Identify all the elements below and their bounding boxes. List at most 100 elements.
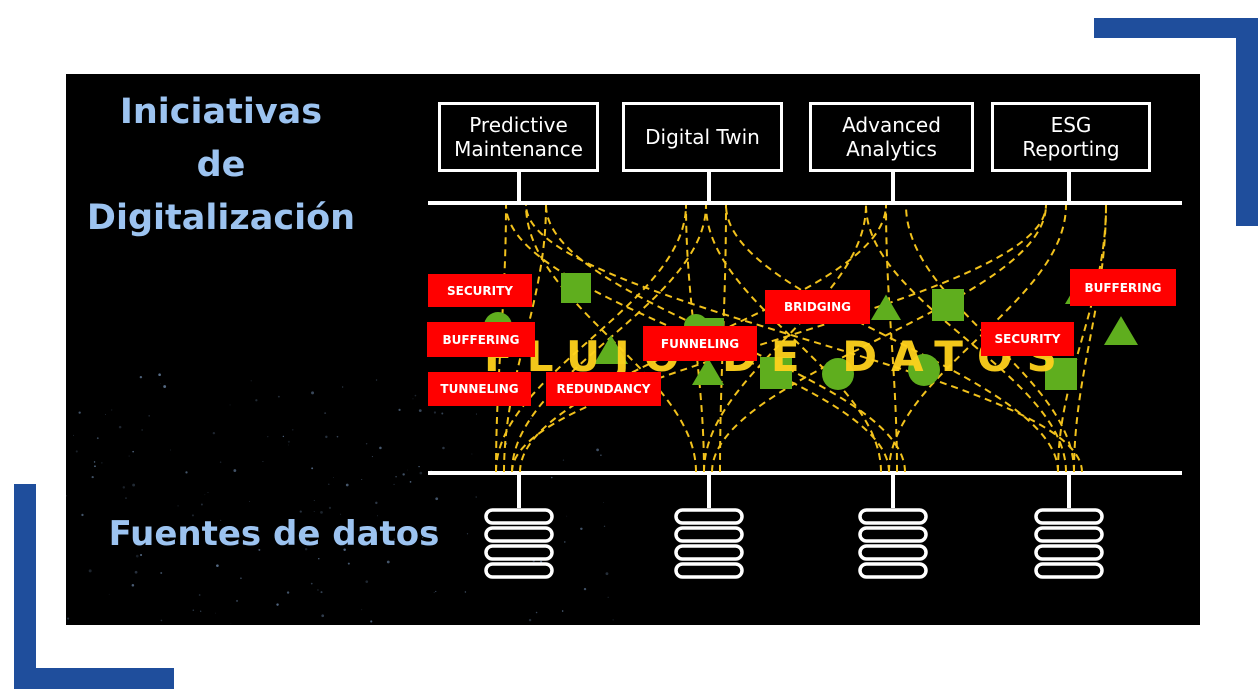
star-dot xyxy=(365,580,369,583)
corner-accent-bottom-left-vertical xyxy=(14,484,36,689)
star-dot xyxy=(291,429,294,431)
star-dot xyxy=(78,411,81,414)
database-stack-icon xyxy=(858,544,928,561)
green-triangle-shape xyxy=(692,357,724,385)
data-flow-line xyxy=(703,204,867,473)
database-stack-icon xyxy=(484,544,554,561)
star-dot xyxy=(600,454,602,457)
star-dot xyxy=(377,515,379,517)
tag-funneling: FUNNELING xyxy=(643,326,757,361)
star-dot xyxy=(160,382,161,384)
star-dot xyxy=(441,412,444,415)
star-dot xyxy=(168,537,170,539)
heading-digital-initiatives: Iniciativas de Digitalización xyxy=(66,86,376,245)
star-dot xyxy=(258,531,260,533)
star-dot xyxy=(158,373,161,377)
star-dot xyxy=(603,525,606,527)
star-dot xyxy=(435,590,437,592)
star-dot xyxy=(515,476,516,478)
star-dot xyxy=(88,569,92,573)
star-dot xyxy=(562,459,565,461)
green-circle-shape xyxy=(822,358,854,390)
star-dot xyxy=(75,450,78,453)
star-dot xyxy=(328,506,332,510)
star-dot xyxy=(561,610,564,612)
star-dot xyxy=(395,476,397,478)
star-dot xyxy=(342,386,344,388)
star-dot xyxy=(200,610,202,612)
star-dot xyxy=(414,394,417,397)
star-dot xyxy=(177,505,179,507)
data-flow-line xyxy=(1073,204,1107,473)
star-dot xyxy=(230,623,232,624)
green-triangle-shape xyxy=(871,294,901,320)
star-dot xyxy=(282,435,285,438)
initiative-label: Reporting xyxy=(1022,137,1120,161)
star-dot xyxy=(277,395,280,398)
star-dot xyxy=(336,435,339,438)
star-dot xyxy=(160,619,163,622)
star-dot xyxy=(212,431,216,435)
star-dot xyxy=(131,584,135,587)
star-dot xyxy=(566,515,568,517)
star-dot xyxy=(551,476,553,479)
initiative-label: Advanced xyxy=(842,113,941,137)
tag-bridging: BRIDGING xyxy=(765,290,870,324)
star-dot xyxy=(67,617,70,620)
star-dot xyxy=(371,456,373,458)
green-circle-shape xyxy=(908,354,940,386)
star-dot xyxy=(311,467,314,470)
star-dot xyxy=(111,409,113,411)
star-dot xyxy=(379,446,382,450)
star-dot xyxy=(258,548,261,551)
green-square-shape xyxy=(932,289,964,321)
star-dot xyxy=(240,577,242,580)
corner-accent-top-right-vertical xyxy=(1236,18,1258,226)
database-stack-icon xyxy=(674,526,744,543)
star-dot xyxy=(192,609,195,611)
tag-buffering: BUFFERING xyxy=(427,322,535,357)
star-dot xyxy=(286,591,290,594)
database-stack-icon xyxy=(1034,562,1104,579)
tag-security: SECURITY xyxy=(981,322,1074,356)
data-flow-line xyxy=(711,204,1047,473)
star-dot xyxy=(528,618,532,622)
star-dot xyxy=(475,413,477,415)
star-dot xyxy=(324,412,327,415)
star-dot xyxy=(139,375,143,379)
data-flow-line xyxy=(525,204,1083,473)
heading-line: Iniciativas xyxy=(119,92,323,132)
star-dot xyxy=(132,450,134,453)
star-dot xyxy=(433,591,435,594)
initiative-label: Digital Twin xyxy=(645,125,760,149)
heading-line: Digitalización xyxy=(86,198,356,238)
star-dot xyxy=(81,513,84,517)
database-stack-icon xyxy=(858,526,928,543)
initiative-label: Maintenance xyxy=(454,137,583,161)
star-dot xyxy=(105,413,106,415)
initiative-label: ESG xyxy=(1050,113,1092,137)
star-dot xyxy=(66,494,67,497)
tag-redundancy: REDUNDANCY xyxy=(546,372,661,406)
star-dot xyxy=(216,564,219,567)
star-dot xyxy=(596,448,599,452)
star-dot xyxy=(442,446,445,450)
tag-tunneling: TUNNELING xyxy=(428,372,531,406)
star-dot xyxy=(132,483,136,487)
star-dot xyxy=(191,514,194,517)
database-stack-icon xyxy=(674,508,744,525)
star-dot xyxy=(125,497,127,499)
star-dot xyxy=(276,603,279,606)
star-dot xyxy=(118,425,122,429)
database-stack-icon xyxy=(484,562,554,579)
database-stack-icon xyxy=(1034,508,1104,525)
star-dot xyxy=(605,572,609,576)
database-stack-icon xyxy=(858,508,928,525)
star-dot xyxy=(267,436,269,438)
star-dot xyxy=(564,541,566,543)
star-dot xyxy=(347,562,350,565)
star-dot xyxy=(250,380,252,382)
